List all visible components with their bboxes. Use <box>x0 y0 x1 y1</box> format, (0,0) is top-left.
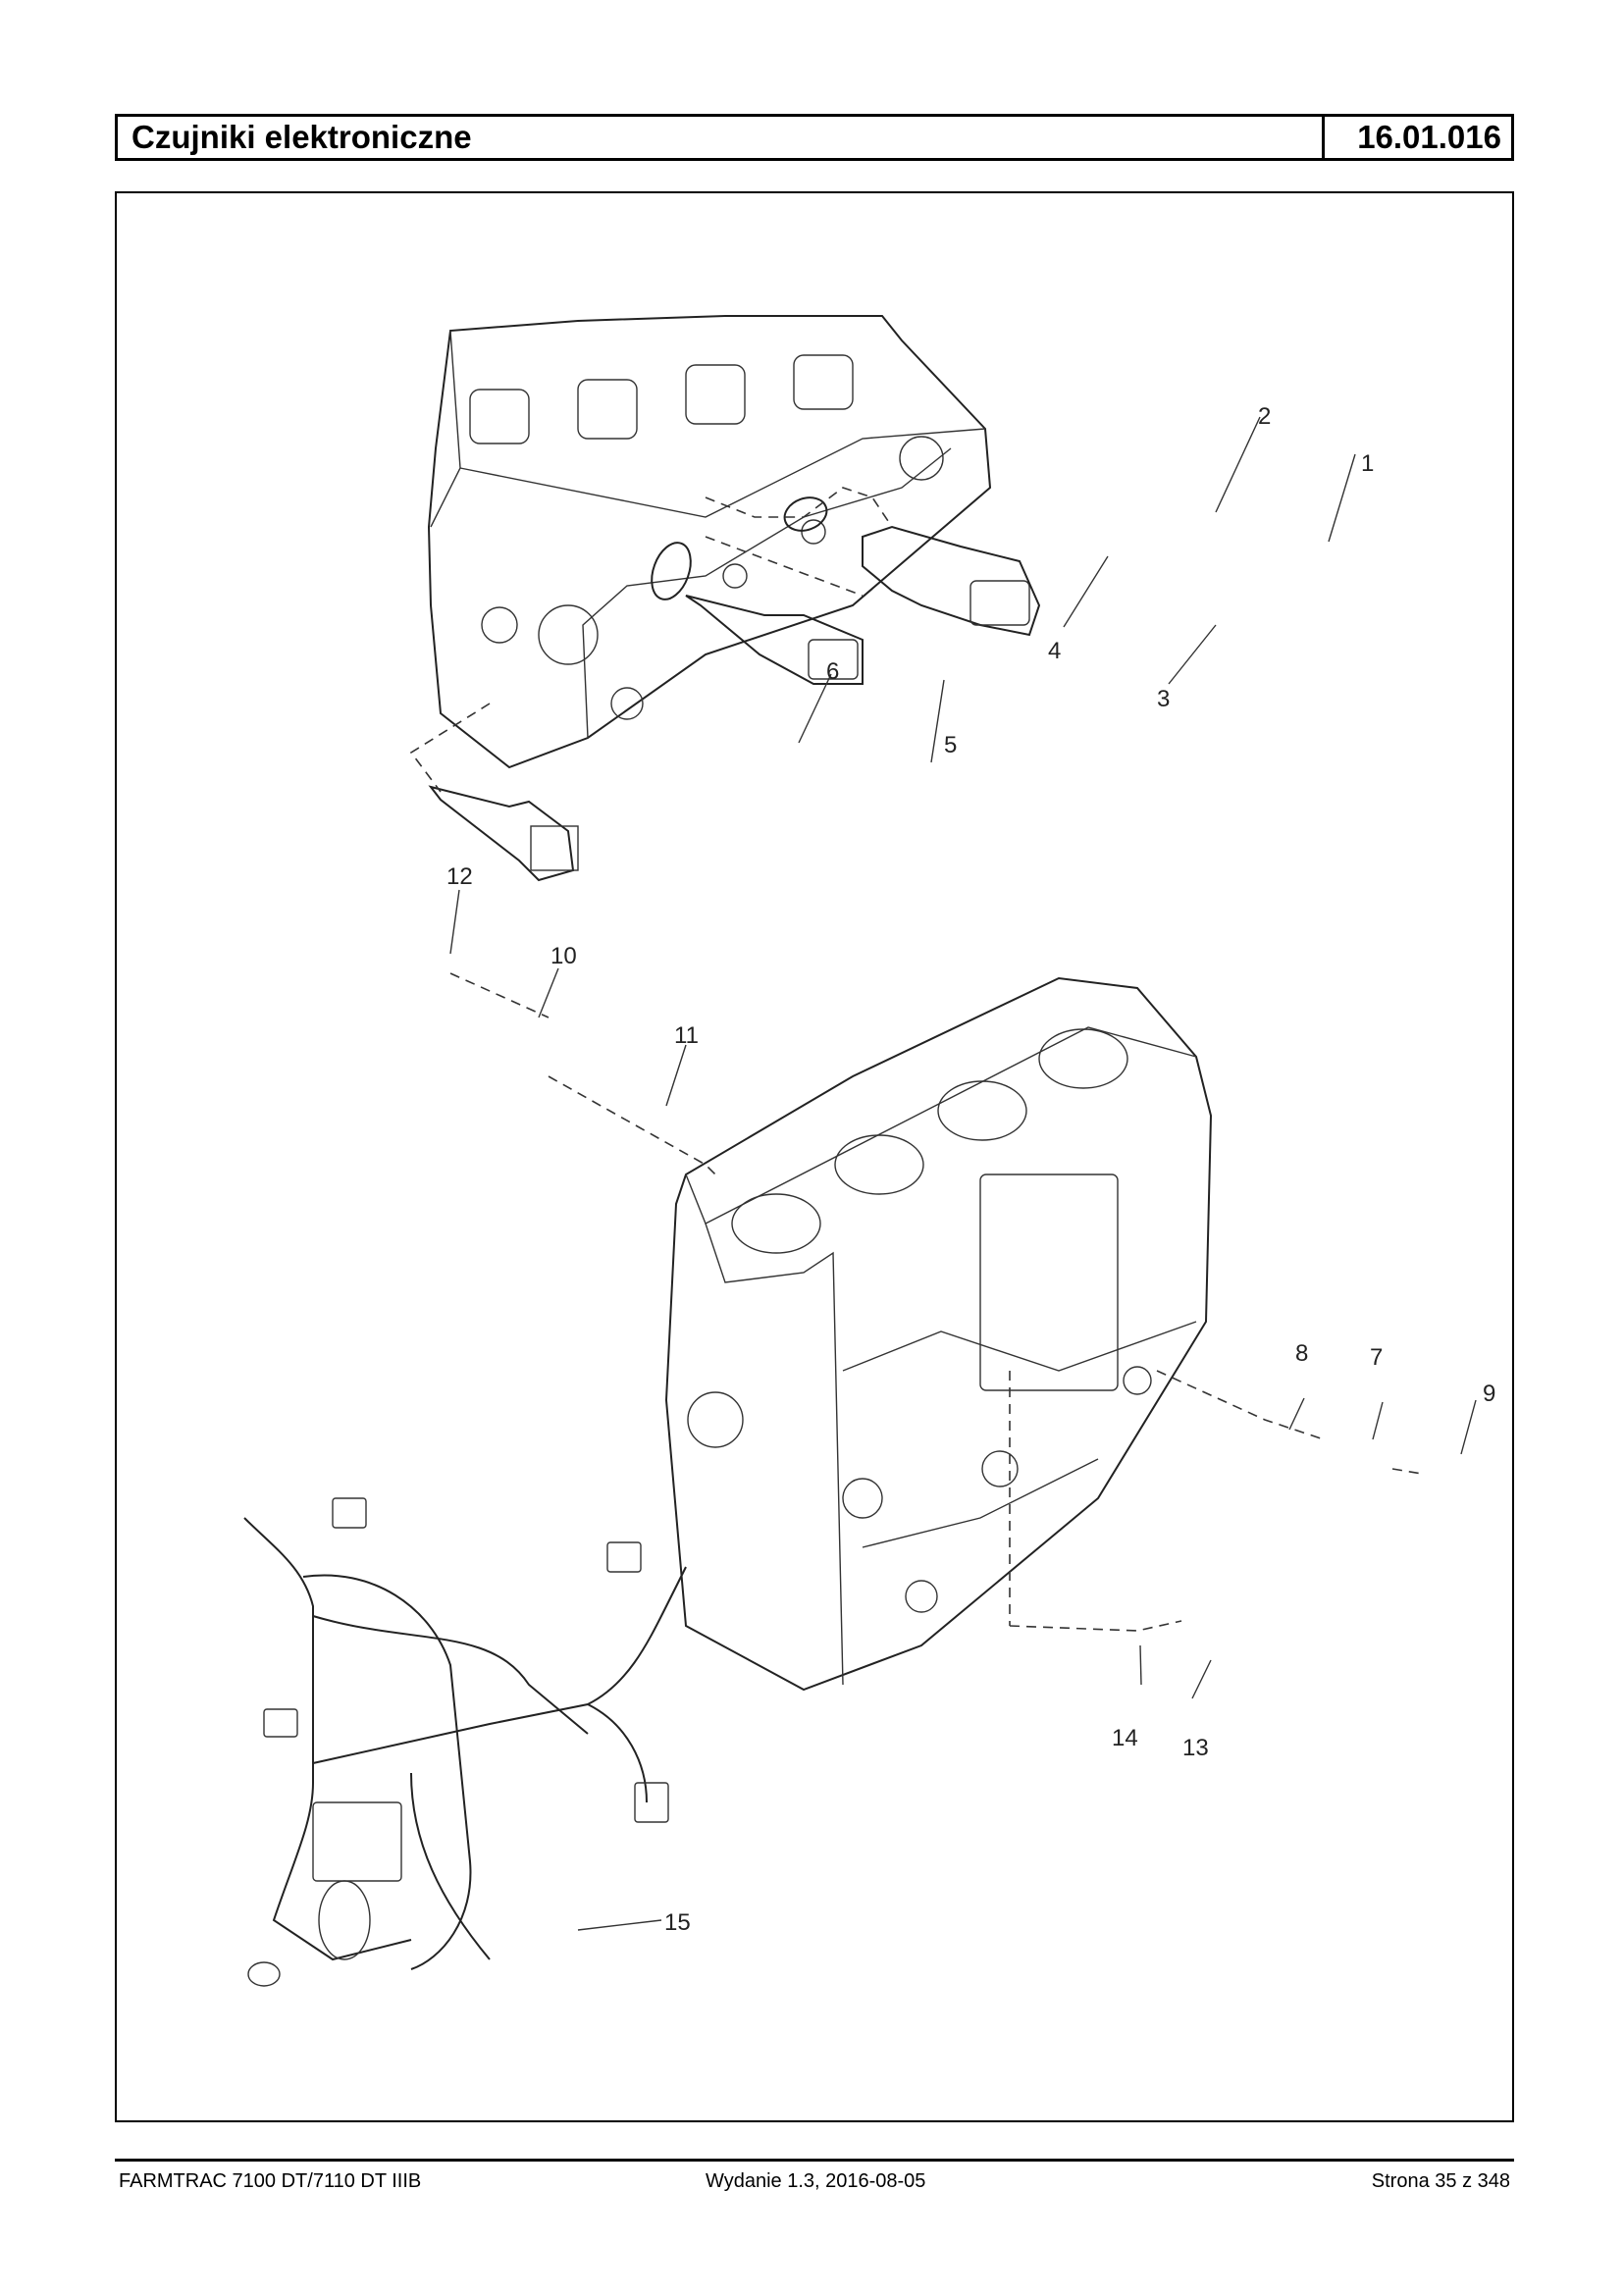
callout-4: 4 <box>1048 638 1061 664</box>
callout-7: 7 <box>1370 1344 1383 1371</box>
callout-labels: 1 2 3 4 5 6 7 8 9 10 11 12 13 14 15 <box>446 403 1495 1936</box>
section-code: 16.01.016 <box>1322 117 1511 158</box>
footer-model: FARMTRAC 7100 DT/7110 DT IIIB <box>119 2170 422 2192</box>
wiring-harness-illustration <box>243 1497 687 1987</box>
callout-10: 10 <box>550 943 577 969</box>
leader-lines <box>449 416 1477 1931</box>
footer-edition: Wydanie 1.3, 2016-08-05 <box>706 2170 926 2192</box>
footer-page-number: Strona 35 z 348 <box>1371 2170 1510 2192</box>
callout-9: 9 <box>1483 1381 1495 1407</box>
callout-2: 2 <box>1258 403 1271 430</box>
callout-1: 1 <box>1361 450 1374 477</box>
diagram-frame: 1 2 3 4 5 6 7 8 9 10 11 12 13 14 15 <box>115 191 1514 2122</box>
callout-8: 8 <box>1295 1340 1308 1367</box>
callout-3: 3 <box>1157 686 1170 712</box>
callout-15: 15 <box>664 1909 691 1936</box>
callout-12: 12 <box>446 863 473 890</box>
page-title: Czujniki elektroniczne <box>131 119 472 155</box>
footer-rule <box>115 2159 1514 2162</box>
page-header: Czujniki elektroniczne 16.01.016 <box>115 114 1514 161</box>
exploded-diagram: 1 2 3 4 5 6 7 8 9 10 11 12 13 14 15 <box>243 315 1495 1987</box>
engine-block-illustration <box>664 976 1213 1692</box>
sensor-parts <box>428 496 1041 882</box>
callout-11: 11 <box>674 1022 699 1049</box>
callout-13: 13 <box>1182 1735 1209 1761</box>
assembly-lines <box>409 487 1423 1632</box>
cylinder-head-illustration <box>427 315 992 769</box>
callout-6: 6 <box>826 658 839 685</box>
callout-5: 5 <box>944 732 957 758</box>
page-footer: FARMTRAC 7100 DT/7110 DT IIIB Wydanie 1.… <box>115 2170 1514 2200</box>
callout-14: 14 <box>1112 1725 1138 1751</box>
